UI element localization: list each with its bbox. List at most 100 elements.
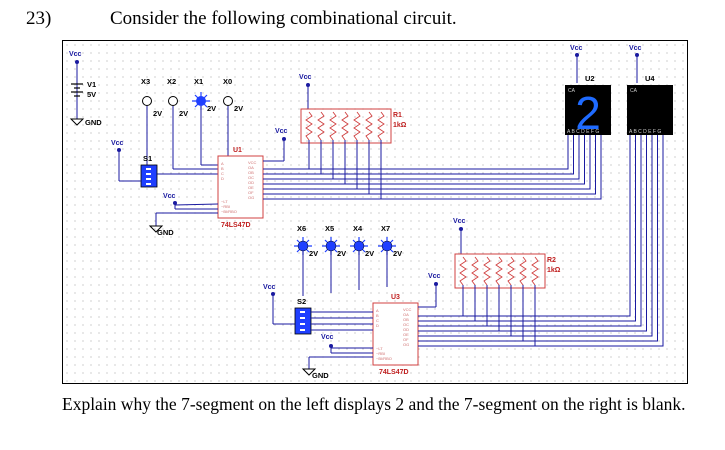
chip-output-pin: OE [248, 185, 254, 190]
chip-output-pin: OF [403, 337, 409, 342]
chip-output-pin: OC [248, 175, 254, 180]
vcc-label-u1: Vcc [163, 193, 176, 200]
display-wire [499, 135, 647, 332]
output-wire [263, 140, 310, 170]
probe-x1-label: X1 [194, 77, 203, 86]
display-u4 [627, 85, 673, 135]
u1-power-wire [263, 141, 285, 162]
probe-x1: X1 2V [192, 77, 216, 113]
display-u4-label: U4 [645, 74, 655, 83]
ground-icon [69, 118, 85, 126]
gnd-label-u3: GND [312, 371, 329, 380]
probe-bottom-value: 2V [365, 249, 374, 258]
resistor-element [317, 111, 325, 141]
chip-output-pin: OD [403, 327, 409, 332]
resistor-element [483, 256, 491, 286]
resistor-element [377, 111, 385, 141]
display-wire [333, 135, 580, 180]
resistor-element [507, 256, 515, 286]
question-followup: Explain why the 7-segment on the left di… [62, 394, 686, 414]
probe-x0: X0 2V [223, 77, 243, 113]
gnd-label-u1: GND [157, 228, 174, 237]
decoder-u3-part: 74LS47D [379, 369, 409, 376]
probe-x0-lamp [223, 96, 233, 106]
resistor-r1-elements [305, 111, 385, 141]
chip-output-pin: OF [248, 190, 254, 195]
probe-x0-label: X0 [223, 77, 232, 86]
display-wire [475, 135, 636, 322]
probe-x2: X2 2V [167, 77, 188, 118]
probe-x3-label: X3 [141, 77, 150, 86]
chip-control-pin: ~LT [221, 199, 228, 204]
switch-s2[interactable] [294, 307, 312, 335]
vcc-label-s2: Vcc [263, 284, 276, 291]
output-wire [418, 285, 524, 342]
chip-input-pin: B [221, 166, 224, 171]
resistor-element [531, 256, 539, 286]
circuit-schematic: Vcc V1 5V GND X3 2V X2 2V X1 2V X0 [62, 40, 688, 384]
chip-input-pin: D [221, 176, 224, 181]
question-number: 23) [26, 8, 52, 29]
probe-bottom-label: X5 [325, 224, 334, 233]
vcc-terminal-u1-pwr [282, 137, 286, 141]
resistor-r2-label: R2 [547, 257, 556, 264]
chip-output-pin: OE [403, 332, 409, 337]
chip-input-pin: A [376, 308, 379, 313]
vcc-label-s1: Vcc [111, 140, 124, 147]
probe-bottom-lamp [353, 240, 365, 252]
display-wire [463, 135, 631, 317]
chip-input-pin: C [221, 171, 224, 176]
decoder-u1-label: U1 [233, 147, 242, 154]
chip-input-pin: D [376, 323, 379, 328]
output-wire [418, 285, 488, 327]
resistor-element [519, 256, 527, 286]
vcc-label-u3: Vcc [321, 334, 334, 341]
display-u2 [565, 85, 611, 135]
probe-x3: X3 2V [141, 77, 162, 118]
display-wire [345, 135, 585, 185]
switch-s2-levers [300, 311, 305, 331]
u3-power-wire [418, 286, 437, 308]
resistor-r2-elements [459, 256, 539, 286]
vcc-label-u2: Vcc [570, 45, 583, 52]
vcc-terminal-r2 [459, 227, 463, 231]
display-u2-pins: A B C D E F G [567, 129, 599, 135]
switch-s1[interactable] [140, 164, 158, 188]
vcc-label-r2: Vcc [453, 218, 466, 225]
probe-bottom-value: 2V [393, 249, 402, 258]
resistor-element [365, 111, 373, 141]
display-wire [321, 135, 574, 175]
chip-output-pin: OB [248, 170, 254, 175]
display-wire [511, 135, 653, 337]
display-u4-ca: CA [630, 88, 638, 94]
battery-v1 [71, 63, 83, 119]
resistor-element [305, 111, 313, 141]
output-wire [263, 140, 358, 190]
resistor-element [329, 111, 337, 141]
u3-input-wires [311, 311, 373, 331]
resistor-element [495, 256, 503, 286]
u3-ctrl-wires [308, 347, 373, 369]
display-wire [357, 135, 591, 190]
switch-s1-label: S1 [143, 154, 152, 163]
probe-x2-value: 2V [179, 109, 188, 118]
probe-bottom-label: X4 [353, 224, 363, 233]
output-wire [418, 285, 464, 317]
chip-control-pin: ~RBI [221, 204, 230, 209]
probe-x0-value: 2V [234, 104, 243, 113]
chip-control-pin: ~BI/RBO [376, 356, 392, 361]
probe-bottom-value: 2V [337, 249, 346, 258]
chip-input-pin: C [376, 318, 379, 323]
chip-output-pin: VCC [248, 160, 257, 165]
u1-ctrl-wires [155, 203, 219, 226]
display-u2-digit: 2 [575, 87, 601, 139]
chip-control-pin: ~LT [376, 346, 383, 351]
chip-output-pin: OG [403, 342, 409, 347]
vcc-terminal-r1 [306, 83, 310, 87]
vcc-terminal-u3 [329, 344, 333, 348]
output-wire [263, 140, 370, 195]
vcc-label-r1: Vcc [299, 74, 312, 81]
display-wire [309, 135, 569, 170]
probe-x3-value: 2V [153, 109, 162, 118]
